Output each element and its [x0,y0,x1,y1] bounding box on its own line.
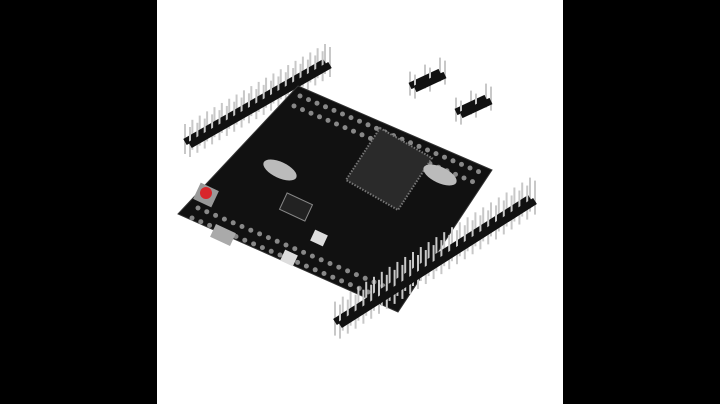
pin-hole [470,179,475,185]
main-chip [344,126,434,212]
pin-hole [268,248,274,254]
pin-hole [251,241,257,247]
pin-hole [461,175,467,181]
pin-hole [295,259,301,265]
regulator-2 [280,249,298,267]
pin-hole [339,278,345,284]
pin-hole [348,115,354,121]
header-plastic [183,58,327,146]
pin-hole [207,222,213,228]
pin-hole [242,237,248,243]
pin-hole [317,114,322,120]
pin-hole [347,282,353,288]
product-photo [157,0,563,404]
pin-hole [283,242,289,248]
pin-hole [312,267,318,273]
pin-hole [318,257,324,263]
pin-hole [189,215,195,221]
ic-small [278,192,314,222]
pin-hole [374,125,379,131]
pin-hole [459,161,464,167]
pin-hole [321,271,327,276]
pin-hole [353,272,359,278]
pin-hole [314,100,320,106]
pin-hole [291,103,297,109]
pin-hole [300,107,305,113]
header-plastic [333,195,532,325]
pin-hole [303,263,309,269]
pin-hole [359,132,365,138]
pin-hole [213,212,219,218]
pin-hole [308,110,314,116]
pin-hole [425,147,430,153]
pin-hole [248,227,254,233]
header-plastic [459,97,493,119]
pin-hole [476,169,481,175]
pin-hole [230,220,236,226]
pin-hole [239,224,245,229]
crystal-right [423,164,457,186]
header-plastic [188,61,332,149]
pin-hole [297,93,303,99]
pin-hole [274,238,280,244]
pin-hole [362,275,368,281]
pin-hole [351,128,356,134]
pin-hole [257,231,263,237]
pin-hole [327,261,333,266]
pin-hole [416,143,422,149]
pin-hole [195,205,201,211]
pin-hole [259,245,265,251]
pin-hole [357,118,362,124]
pin-hole [198,219,204,225]
usb-port [210,224,236,246]
pin-hole [309,253,315,259]
pin-hole [368,135,373,141]
pin-hole [331,107,337,113]
header-plastic [338,198,537,328]
regulator [310,229,328,247]
pin-hole [340,111,345,117]
pin-headers-small [408,57,493,125]
pin-hole [365,122,371,128]
crystal-left [263,159,297,181]
pin-hole [433,151,439,157]
pin-hole [323,104,328,110]
pin-hole [442,154,447,160]
pin-hole [265,235,271,241]
pin-hole [204,209,210,215]
letterbox-left [0,0,157,404]
reset-button [200,187,212,199]
pin-hole [292,246,298,252]
pin-hole [450,158,456,164]
pin-hole [306,97,311,103]
letterbox-right [563,0,720,404]
pin-header-long-bottom [333,177,537,339]
pin-hole [277,252,283,258]
pin-hole [330,274,336,280]
pin-hole [325,117,331,123]
pin-hole [334,121,339,127]
pin-hole [336,264,342,270]
pin-hole [301,249,307,255]
pin-hole [342,125,348,131]
pin-hole [467,165,473,171]
header-plastic [413,71,447,93]
pin-hole [221,216,227,222]
pin-hole [345,268,351,274]
